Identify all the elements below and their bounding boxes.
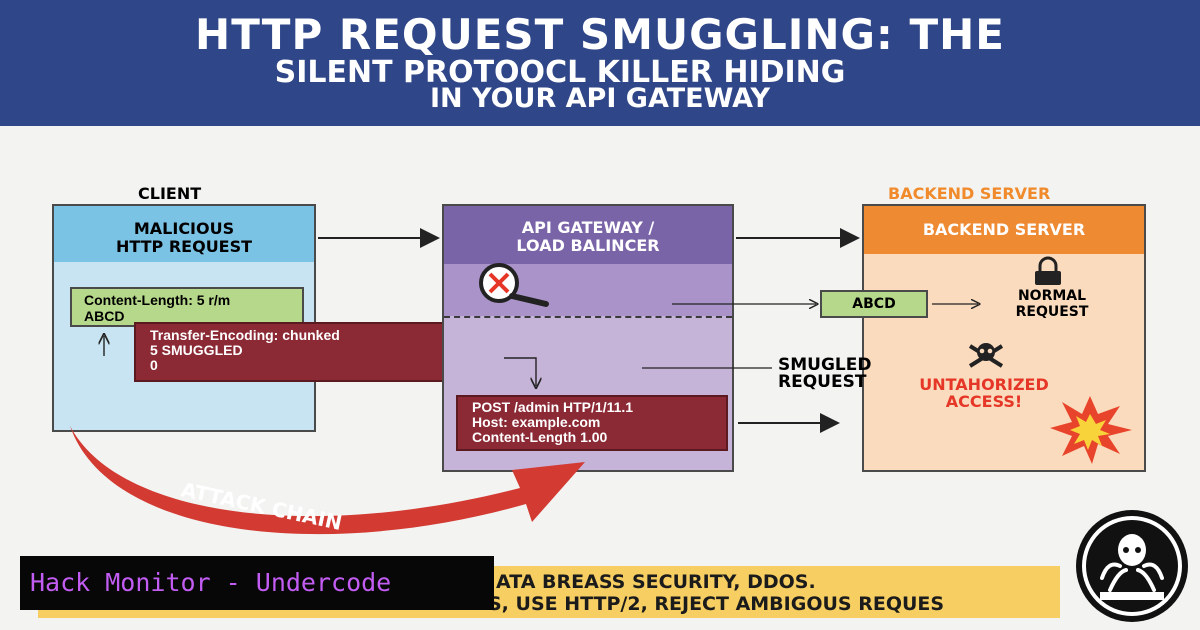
- abcd-box: ABCD: [820, 290, 928, 318]
- transfer-encoding-line: Transfer-Encoding: chunked: [150, 327, 340, 343]
- arrow-red-to-gateway: [504, 357, 536, 386]
- backend-heading: BACKEND SERVER: [888, 184, 1051, 203]
- backend-panel: BACKEND SERVER: [862, 204, 1146, 472]
- footer-line-1: ATA BREASS SECURITY, DDOS.: [496, 571, 816, 593]
- content-length-100-line: Content-Length 1.00: [472, 429, 608, 445]
- abcd-line: ABCD: [84, 308, 125, 324]
- skull-icon: [968, 343, 1004, 368]
- client-title-line-2: HTTP REQUEST: [115, 237, 253, 256]
- title-line-2: SILENT PROTOOCL KILLER HIDING: [274, 55, 846, 90]
- magnifier-x-icon: [479, 263, 549, 307]
- normal-line-1: NORMAL: [1017, 288, 1087, 304]
- gateway-dashed-divider: [444, 316, 732, 318]
- unauth-line-2: ACCESS!: [945, 392, 1023, 411]
- normal-line-2: REQUEST: [1015, 304, 1089, 320]
- client-title-line-1: MALICIOUS: [133, 219, 235, 238]
- explosion-icon: [1050, 396, 1132, 464]
- normal-request-label: NORMAL REQUEST: [988, 288, 1116, 320]
- unauth-line-1: UNTAHORIZED: [919, 375, 1049, 394]
- smuggled-request-label: SMUGLED REQUEST: [778, 357, 871, 391]
- lock-icon: [1035, 256, 1061, 285]
- smuggled-line-1: SMUGLED: [778, 355, 872, 375]
- backend-title-bar: BACKEND SERVER: [864, 206, 1144, 254]
- client-green-box: Content-Length: 5 r/m ABCD: [70, 287, 304, 327]
- header-banner: HTTP REQUEST SMUGGLING: THE SILENT PROTO…: [0, 0, 1200, 126]
- client-panel: MALICIOUS HTTP REQUEST Content-Length: 5…: [52, 204, 316, 432]
- gateway-red-box: POST /admin HTP/1/11.1 Host: example.com…: [456, 395, 728, 451]
- client-title-bar: MALICIOUS HTTP REQUEST: [54, 206, 314, 262]
- attack-chain-arrow: [70, 426, 585, 535]
- title-line-1: HTTP REQUEST SMUGGLING: THE: [195, 10, 1005, 59]
- gateway-title-line-2: LOAD BALINCER: [516, 236, 660, 255]
- smuggled-line-2: REQUEST: [778, 372, 867, 392]
- post-admin-line: POST /admin HTP/1/11.1: [472, 399, 634, 415]
- zero-line: 0: [150, 357, 158, 373]
- unauthorized-access-label: UNTAHORIZED ACCESS!: [904, 376, 1064, 410]
- content-length-line: Content-Length: 5 r/m: [84, 292, 231, 308]
- footer-line-2: S, USE HTTP/2, REJECT AMBIGOUS REQUES: [488, 593, 945, 615]
- client-red-box: Transfer-Encoding: chunked 5 SMUGGLED 0: [134, 322, 502, 382]
- gateway-title-bar: API GATEWAY / LOAD BALINCER: [444, 206, 732, 264]
- octopus-logo-icon: [1076, 510, 1188, 622]
- smuggled-line: 5 SMUGGLED: [150, 342, 243, 358]
- title-line-3: IN YOUR API GATEWAY: [429, 83, 771, 114]
- client-heading: CLIENT: [138, 184, 202, 203]
- host-line: Host: example.com: [472, 414, 601, 430]
- watermark-banner: Hack Monitor - Undercode: [20, 556, 494, 610]
- gateway-title-line-1: API GATEWAY /: [521, 218, 655, 237]
